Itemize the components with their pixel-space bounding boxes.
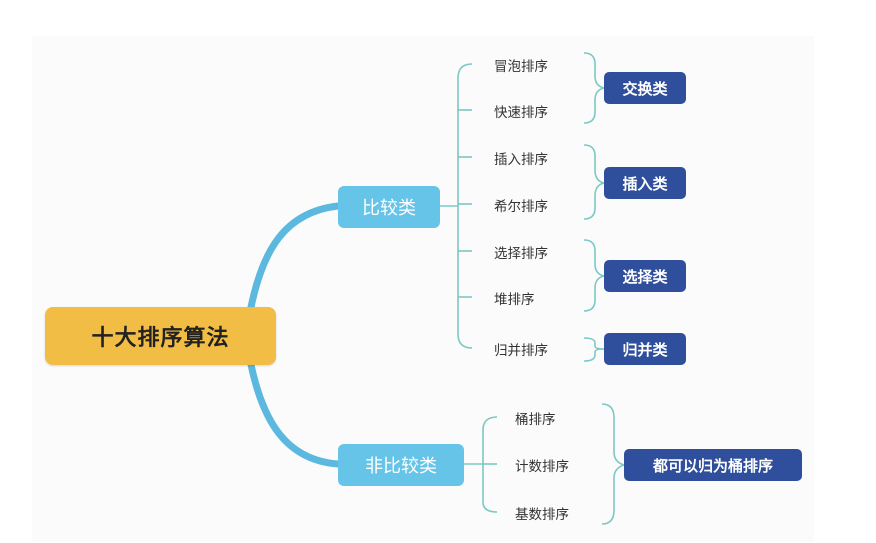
leaf-merge-sort: 归并排序: [494, 343, 548, 359]
tag-bucket-group: 都可以归为桶排序: [624, 449, 802, 481]
leaf-counting-sort: 计数排序: [515, 459, 569, 475]
comparison-leaf-connectors: [440, 63, 473, 349]
connector-root-to-noncomparison: [246, 356, 342, 468]
leaf-insertion-sort: 插入排序: [494, 152, 548, 168]
leaf-shell-sort: 希尔排序: [494, 199, 548, 215]
leaf-radix-sort: 基数排序: [515, 507, 569, 523]
leaf-bucket-sort: 桶排序: [515, 412, 556, 428]
connector-root-to-comparison: [246, 202, 342, 316]
leaf-bubble-sort: 冒泡排序: [494, 59, 548, 75]
leaf-quick-sort: 快速排序: [494, 105, 548, 121]
tag-merge-group: 归并类: [604, 333, 686, 365]
leaf-selection-sort: 选择排序: [494, 246, 548, 262]
root-node: 十大排序算法: [45, 307, 276, 365]
noncomparison-leaf-connectors: [464, 416, 498, 513]
tag-insertion-group: 插入类: [604, 167, 686, 199]
tag-exchange-group: 交换类: [604, 72, 686, 104]
branch-noncomparison: 非比较类: [338, 444, 464, 486]
tag-selection-group: 选择类: [604, 260, 686, 292]
branch-comparison: 比较类: [338, 186, 440, 228]
leaf-heap-sort: 堆排序: [494, 292, 535, 308]
